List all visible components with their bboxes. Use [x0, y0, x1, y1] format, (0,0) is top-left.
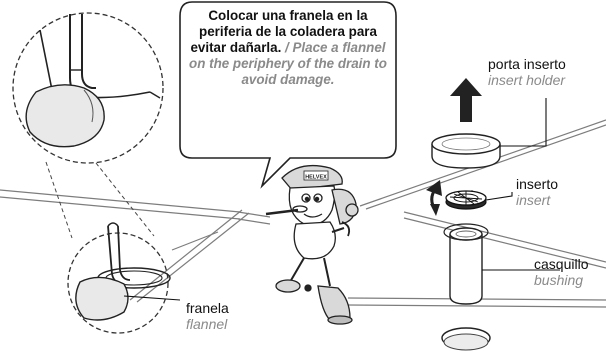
flannel-shape-top: [25, 84, 105, 148]
mascot-cap-text: HELVEX: [305, 175, 327, 181]
label-bushing: casquillo bushing: [534, 256, 588, 288]
label-insert-holder: porta inserto insert holder: [488, 56, 566, 88]
label-bushing-es: casquillo: [534, 256, 589, 272]
mascot-plumber: [265, 164, 359, 325]
drain-opening-part: [441, 327, 491, 351]
label-flannel-es: franela: [186, 300, 229, 316]
insert-holder-part: [431, 98, 547, 169]
detail-circle-bottom: [67, 222, 181, 334]
speech-bubble: [179, 1, 397, 189]
label-flannel: franela flannel: [186, 300, 229, 332]
label-insert-es: inserto: [516, 176, 559, 192]
insert-part: [445, 190, 513, 210]
label-bushing-en: bushing: [534, 272, 584, 288]
label-insert-holder-es: porta inserto: [488, 56, 566, 72]
detail-circle-top: [12, 12, 164, 164]
label-insert-holder-en: insert holder: [488, 72, 566, 88]
bushing-part: [443, 223, 560, 305]
label-insert-en: insert: [516, 192, 551, 208]
callout-text-en: Place a flannel on the periphery of the …: [189, 40, 387, 87]
label-flannel-en: flannel: [186, 316, 228, 332]
rotate-arrow-icon: [426, 180, 442, 216]
flannel-shape-bottom: [75, 276, 129, 321]
callout-text: Colocar una franela en la periferia de l…: [188, 8, 388, 88]
label-insert: inserto insert: [516, 176, 558, 208]
projection-lines: [45, 161, 155, 239]
callout-separator: /: [281, 40, 293, 55]
up-arrow-icon: [450, 78, 482, 122]
callout-text-es: Colocar una franela en la periferia de l…: [190, 8, 377, 55]
